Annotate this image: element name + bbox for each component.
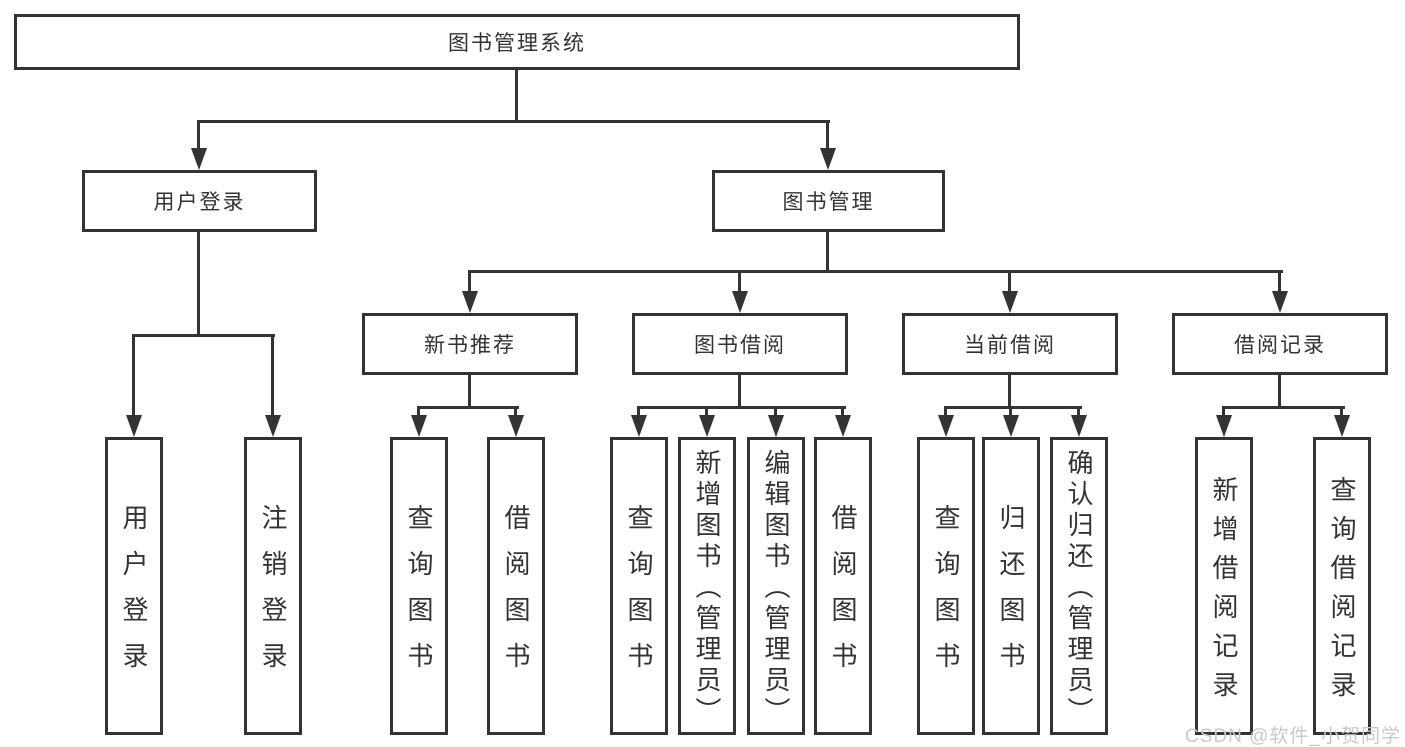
node-borrow-records: 借阅记录 (1172, 313, 1388, 375)
node-current-borrow-label: 当前借阅 (964, 334, 1056, 357)
leaf-borrow-borrow-book: 借阅图书 (814, 437, 872, 735)
arrowhead-down-icon (1272, 291, 1288, 313)
connector-line (515, 70, 518, 122)
connector-line (1222, 406, 1225, 415)
connector-line (468, 270, 1283, 273)
connector-line (1222, 406, 1345, 409)
leaf-borrow-query-book-label: 查询图书 (624, 504, 654, 688)
connector-line (841, 406, 844, 415)
connector-line (197, 232, 200, 336)
connector-line (468, 270, 471, 291)
node-user-login: 用户登录 (82, 170, 317, 232)
leaf-user-login: 用户登录 (105, 437, 163, 735)
connector-line (1008, 270, 1011, 291)
connector-line (1340, 406, 1343, 415)
arrowhead-down-icon (631, 415, 647, 437)
leaf-records-query-record-label: 查询借阅记录 (1327, 475, 1357, 710)
leaf-current-return-book-label: 归还图书 (996, 504, 1026, 688)
connector-line (826, 120, 829, 148)
connector-line (417, 406, 420, 415)
arrowhead-down-icon (820, 148, 836, 170)
leaf-records-add-record-label: 新增借阅记录 (1209, 475, 1239, 710)
leaf-current-confirm-return: 确认归还（管理员） (1050, 437, 1108, 735)
node-book-mgmt-label: 图书管理 (782, 191, 875, 214)
connector-line (738, 270, 741, 291)
connector-line (1278, 270, 1281, 291)
leaf-logout: 注销登录 (244, 437, 302, 735)
leaf-current-confirm-return-label: 确认归还（管理员） (1064, 449, 1094, 728)
connector-line (271, 334, 274, 415)
connector-line (514, 406, 517, 415)
connector-line (1278, 375, 1281, 408)
connector-line (705, 406, 708, 415)
connector-line (468, 375, 471, 408)
arrowhead-down-icon (699, 415, 715, 437)
connector-line (198, 120, 830, 123)
node-book-borrow-label: 图书借阅 (694, 334, 786, 357)
arrowhead-down-icon (462, 291, 478, 313)
leaf-current-return-book: 归还图书 (982, 437, 1040, 735)
leaf-current-query-book-label: 查询图书 (931, 504, 961, 688)
arrowhead-down-icon (191, 148, 207, 170)
connector-line (637, 406, 846, 409)
connector-line (132, 334, 135, 415)
node-borrow-records-label: 借阅记录 (1234, 334, 1326, 357)
connector-line (944, 406, 947, 415)
arrowhead-down-icon (1003, 415, 1019, 437)
arrowhead-down-icon (508, 415, 524, 437)
leaf-logout-label: 注销登录 (258, 504, 288, 688)
node-new-book-recommend-label: 新书推荐 (424, 334, 516, 357)
arrowhead-down-icon (938, 415, 954, 437)
node-new-book-recommend: 新书推荐 (362, 313, 578, 375)
arrowhead-down-icon (1071, 415, 1087, 437)
arrowhead-down-icon (1334, 415, 1350, 437)
arrowhead-down-icon (1216, 415, 1232, 437)
leaf-recommend-borrow-book: 借阅图书 (487, 437, 545, 735)
leaf-borrow-edit-book: 编辑图书（管理员） (747, 437, 805, 735)
arrowhead-down-icon (265, 415, 281, 437)
node-user-login-label: 用户登录 (153, 191, 246, 214)
connector-line (738, 375, 741, 408)
leaf-current-query-book: 查询图书 (917, 437, 975, 735)
connector-line (774, 406, 777, 415)
connector-line (826, 232, 829, 272)
node-root-label: 图书管理系统 (448, 32, 586, 55)
node-book-mgmt: 图书管理 (712, 170, 945, 232)
leaf-borrow-edit-book-label: 编辑图书（管理员） (761, 449, 791, 728)
leaf-borrow-add-book-label: 新增图书（管理员） (692, 449, 722, 728)
leaf-user-login-label: 用户登录 (119, 504, 149, 688)
node-current-borrow: 当前借阅 (902, 313, 1118, 375)
arrowhead-down-icon (126, 415, 142, 437)
connector-line (417, 406, 519, 409)
arrowhead-down-icon (411, 415, 427, 437)
watermark: CSDN @软件_小贺同学 (1185, 726, 1401, 747)
connector-line (197, 120, 200, 148)
leaf-borrow-borrow-book-label: 借阅图书 (828, 504, 858, 688)
leaf-borrow-query-book: 查询图书 (610, 437, 668, 735)
arrowhead-down-icon (732, 291, 748, 313)
connector-line (132, 334, 275, 337)
connector-line (637, 406, 640, 415)
leaf-records-query-record: 查询借阅记录 (1313, 437, 1371, 735)
arrowhead-down-icon (768, 415, 784, 437)
connector-line (1009, 406, 1012, 415)
leaf-recommend-query-book-label: 查询图书 (404, 504, 434, 688)
arrowhead-down-icon (1002, 291, 1018, 313)
arrowhead-down-icon (835, 415, 851, 437)
leaf-recommend-query-book: 查询图书 (390, 437, 448, 735)
connector-line (944, 406, 1082, 409)
leaf-borrow-add-book: 新增图书（管理员） (678, 437, 736, 735)
node-book-borrow: 图书借阅 (632, 313, 848, 375)
leaf-records-add-record: 新增借阅记录 (1195, 437, 1253, 735)
connector-line (1008, 375, 1011, 408)
leaf-recommend-borrow-book-label: 借阅图书 (501, 504, 531, 688)
connector-line (1077, 406, 1080, 415)
node-root: 图书管理系统 (14, 14, 1020, 70)
